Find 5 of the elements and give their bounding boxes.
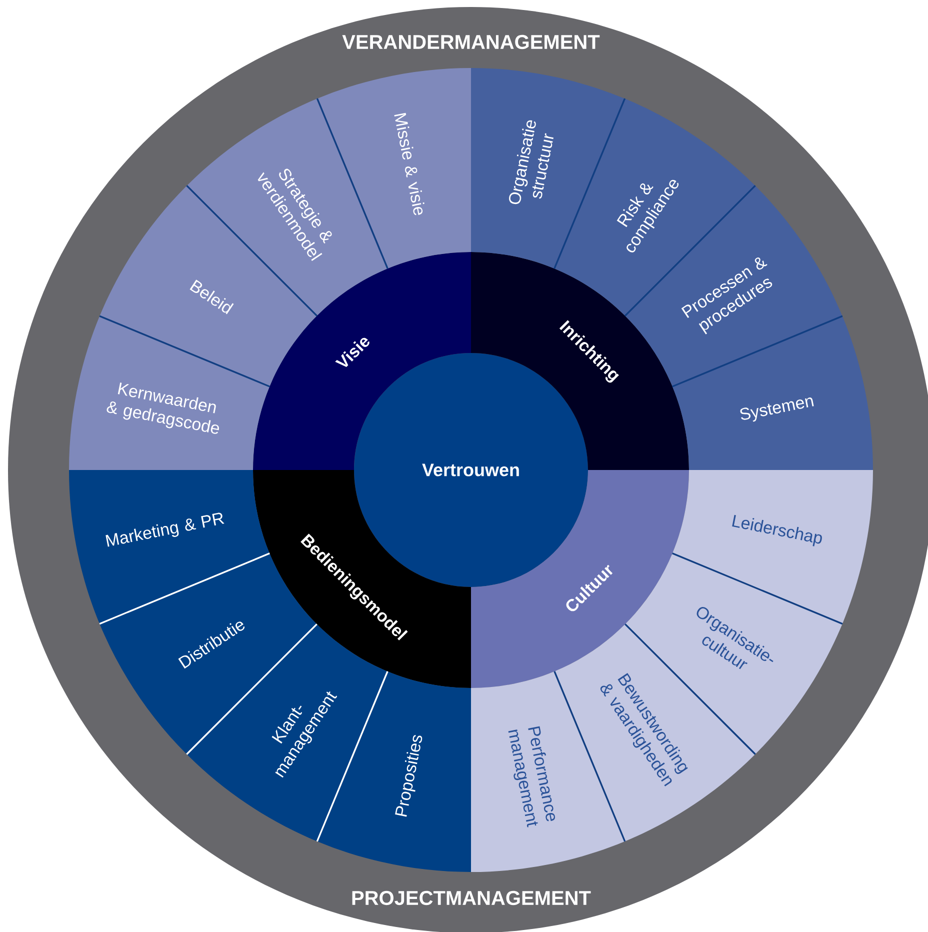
node-label: Proposities	[395, 735, 422, 817]
node-label: Missie & visie	[394, 112, 424, 216]
node-label: Systemen	[740, 398, 814, 422]
node-label: Marketing & PR	[106, 512, 224, 547]
node-label: Organisatie structuur	[509, 120, 554, 204]
